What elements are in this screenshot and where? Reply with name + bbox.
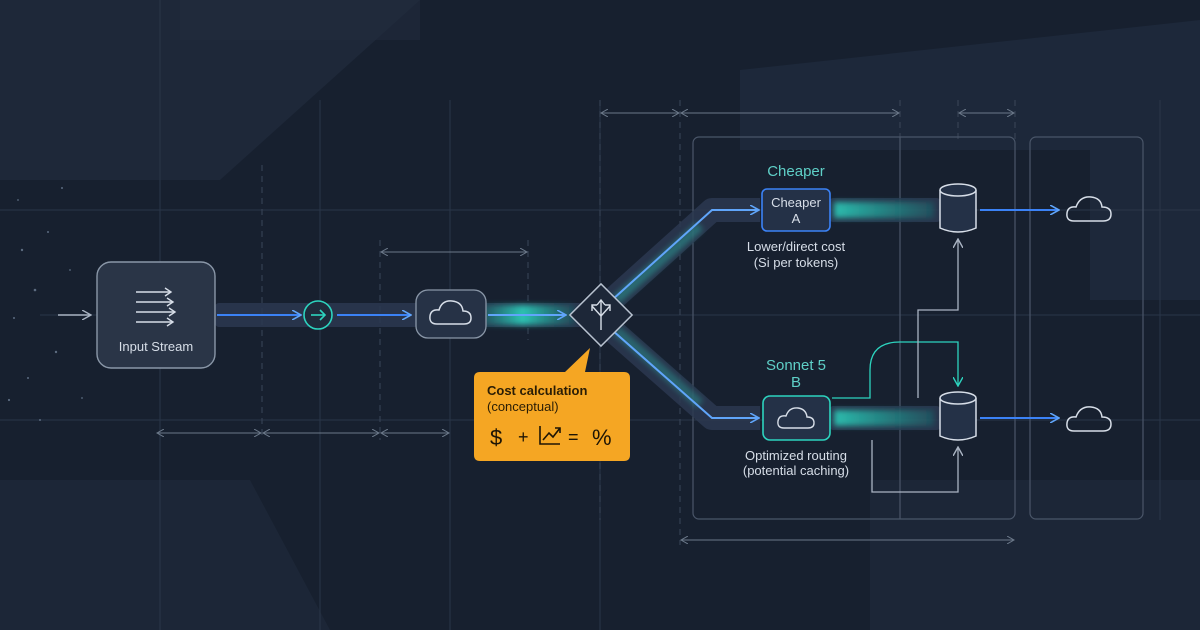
database-a[interactable] bbox=[939, 183, 977, 233]
dollar-symbol: $ bbox=[490, 425, 502, 450]
trend-chart-icon bbox=[539, 426, 561, 445]
cost-calculation-callout: Cost calculation (conceptual) $ + = % bbox=[474, 348, 630, 461]
route-b-desc-line2: (potential caching) bbox=[743, 463, 849, 478]
cloud-processing-node[interactable] bbox=[415, 289, 487, 339]
database-icon bbox=[939, 391, 977, 441]
cheaper-a-node[interactable]: Cheaper A bbox=[761, 188, 831, 232]
split-icon bbox=[591, 298, 611, 330]
callout-subtitle: (conceptual) bbox=[487, 399, 559, 414]
input-stream-node[interactable]: Input Stream bbox=[96, 261, 216, 369]
route-b-desc-line1: Optimized routing bbox=[745, 448, 847, 463]
dimension-markers bbox=[157, 113, 1014, 540]
feedback-connectors bbox=[832, 240, 958, 493]
callout-title: Cost calculation bbox=[487, 383, 587, 398]
router-node[interactable] bbox=[568, 282, 634, 348]
route-a: Cheaper Cheaper A Lower/direct cost (Si … bbox=[747, 163, 846, 270]
particle-dots bbox=[7, 187, 83, 421]
cloud-icon bbox=[777, 407, 815, 429]
database-icon bbox=[939, 183, 977, 233]
ingest-node[interactable] bbox=[303, 300, 333, 330]
branch-tubes bbox=[603, 198, 760, 430]
route-b-heading-line2: B bbox=[791, 374, 801, 391]
plus-symbol: + bbox=[518, 427, 529, 447]
route-a-desc-line2: (Si per tokens) bbox=[754, 255, 839, 270]
route-b-heading-line1: Sonnet 5 bbox=[766, 357, 826, 374]
route-a-desc-line1: Lower/direct cost bbox=[747, 239, 846, 254]
sonnet-b-node[interactable] bbox=[762, 395, 831, 441]
arrow-right-icon bbox=[311, 309, 327, 321]
cloud-icon bbox=[1066, 196, 1112, 222]
output-cloud-b[interactable] bbox=[1066, 406, 1112, 432]
output-cloud-a[interactable] bbox=[1066, 196, 1112, 222]
route-b: Sonnet 5 B Optimized routing (potential … bbox=[743, 357, 849, 478]
database-b[interactable] bbox=[939, 391, 977, 441]
route-a-heading: Cheaper bbox=[767, 163, 825, 180]
stream-arrows-icon bbox=[136, 287, 177, 327]
input-stream-label: Input Stream bbox=[119, 339, 193, 354]
equals-symbol: = bbox=[568, 427, 579, 447]
right-tubes bbox=[830, 198, 1058, 430]
percent-symbol: % bbox=[592, 425, 612, 450]
cheaper-a-line2: A bbox=[792, 211, 801, 226]
cloud-icon bbox=[1066, 406, 1112, 432]
cloud-icon bbox=[429, 300, 472, 325]
cheaper-a-line1: Cheaper bbox=[771, 195, 822, 210]
